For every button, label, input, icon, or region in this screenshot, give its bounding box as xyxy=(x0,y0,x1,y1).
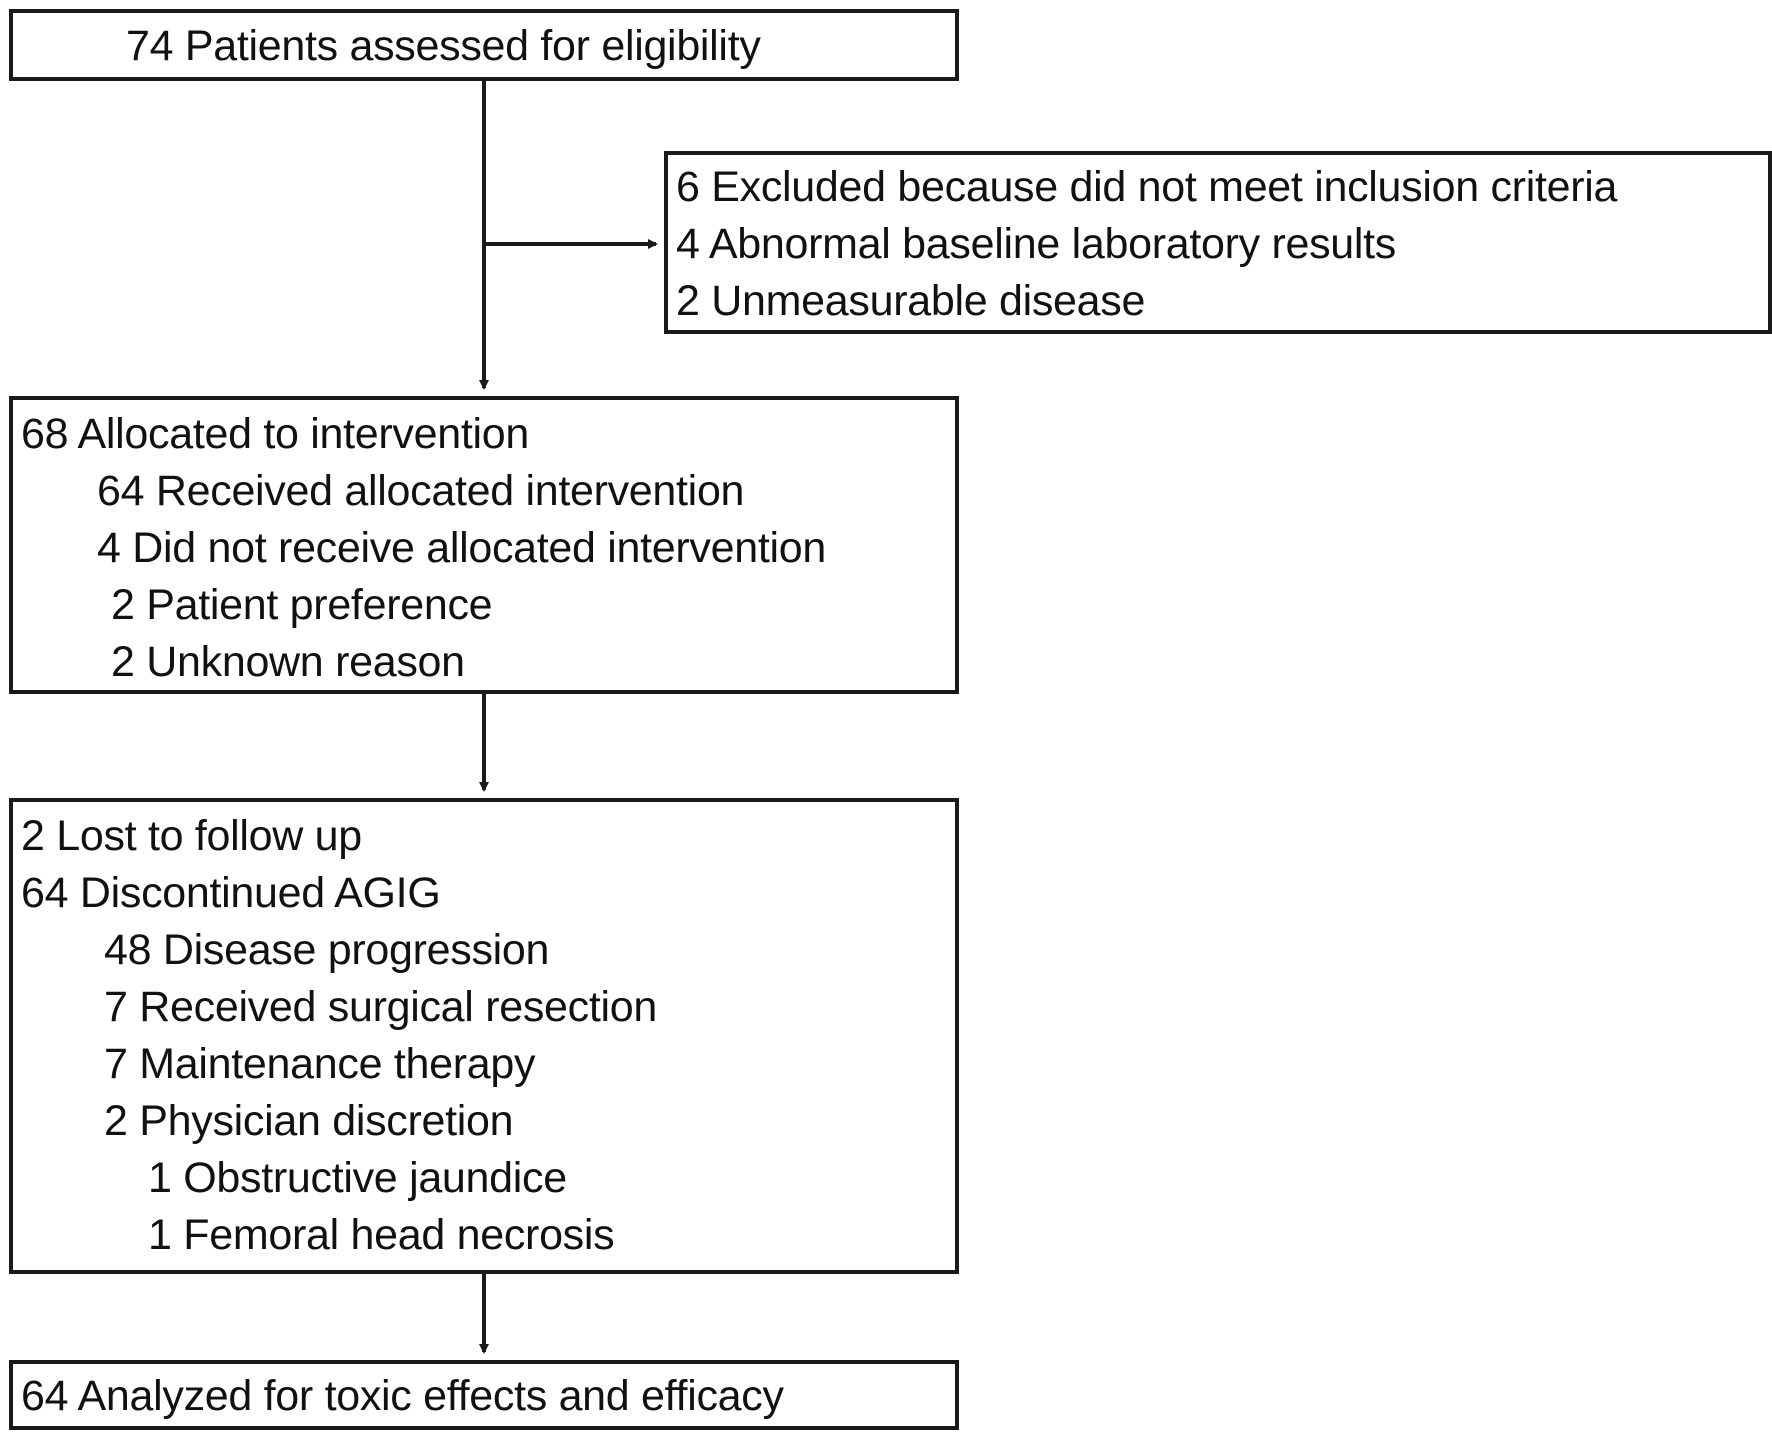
allocated-total-text: 68 Allocated to intervention xyxy=(21,410,529,458)
received-intervention-text: 64 Received allocated intervention xyxy=(97,467,745,515)
disease-progression-text: 48 Disease progression xyxy=(104,926,550,974)
surgical-resection-text: 7 Received surgical resection xyxy=(104,983,657,1031)
discontinued-text: 64 Discontinued AGIG xyxy=(21,869,441,917)
lost-followup-text: 2 Lost to follow up xyxy=(21,812,362,860)
femoral-head-necrosis-text: 1 Femoral head necrosis xyxy=(148,1211,615,1259)
maintenance-therapy-text: 7 Maintenance therapy xyxy=(104,1040,536,1088)
assessed-text: 74 Patients assessed for eligibility xyxy=(126,22,761,70)
obstructive-jaundice-text: 1 Obstructive jaundice xyxy=(148,1154,567,1202)
not-received-intervention-text: 4 Did not receive allocated intervention xyxy=(97,524,826,572)
assessed-box: 74 Patients assessed for eligibility xyxy=(9,9,959,81)
analyzed-text: 64 Analyzed for toxic effects and effica… xyxy=(21,1372,784,1420)
patient-preference-text: 2 Patient preference xyxy=(111,581,493,629)
analyzed-box: 64 Analyzed for toxic effects and effica… xyxy=(9,1360,959,1430)
excluded-total-text: 6 Excluded because did not meet inclusio… xyxy=(676,163,1618,211)
excluded-lab-text: 4 Abnormal baseline laboratory results xyxy=(676,220,1396,268)
unknown-reason-text: 2 Unknown reason xyxy=(111,638,465,686)
excluded-unmeasurable-text: 2 Unmeasurable disease xyxy=(676,277,1146,325)
allocated-box: 68 Allocated to intervention 64 Received… xyxy=(9,396,959,694)
followup-box: 2 Lost to follow up 64 Discontinued AGIG… xyxy=(9,798,959,1274)
physician-discretion-text: 2 Physician discretion xyxy=(104,1097,514,1145)
excluded-box: 6 Excluded because did not meet inclusio… xyxy=(664,151,1772,334)
